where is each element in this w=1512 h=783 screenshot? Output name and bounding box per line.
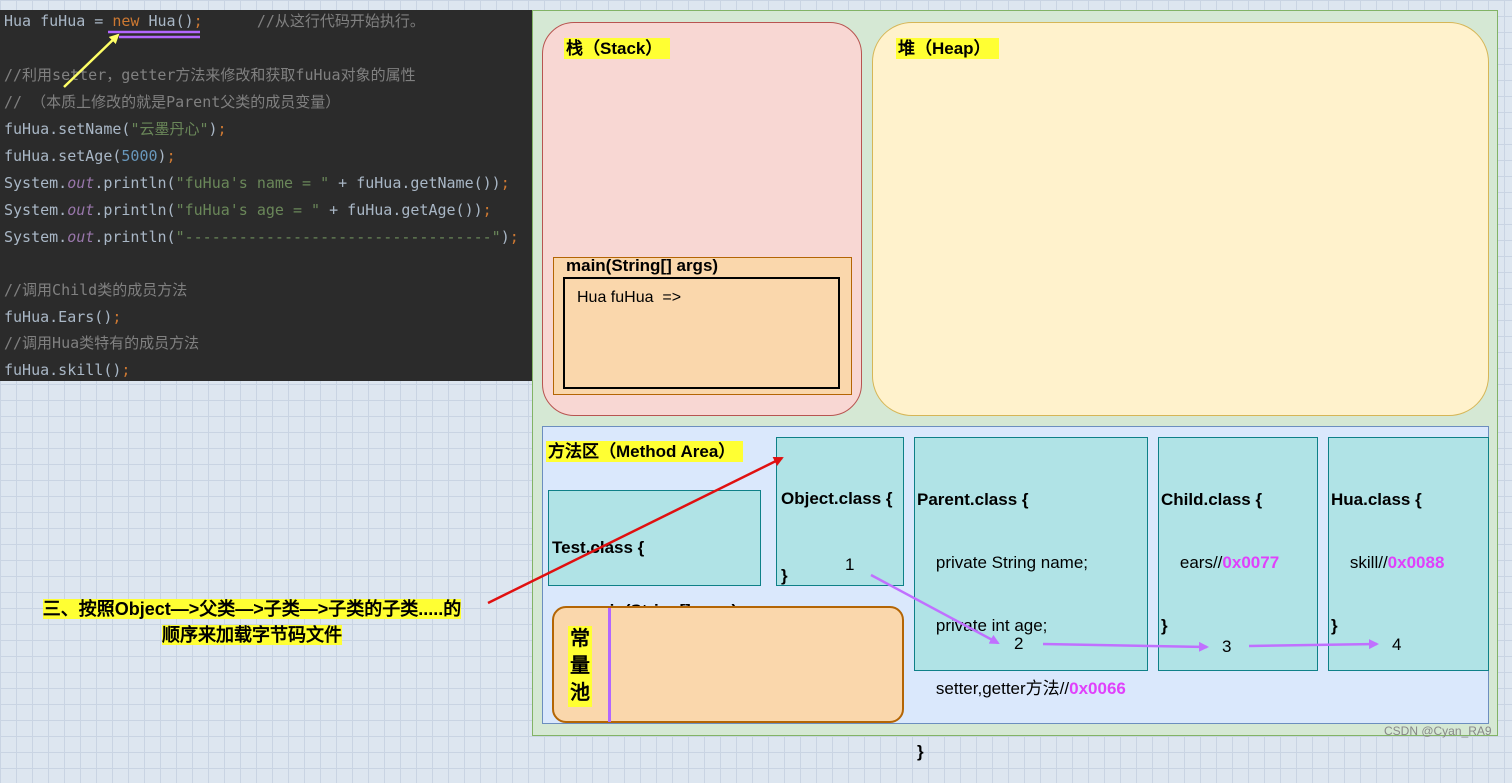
object-class-box [776,437,904,586]
load-arrow-1-to-2 [870,573,1000,645]
hua-class-box [1328,437,1489,671]
object-class-text: Object.class { } [781,489,893,585]
load-order-2: 2 [1014,634,1024,653]
code-line-4: // （本质上修改的就是Parent父类的成员变量） [4,93,341,111]
code-line-11: //调用Child类的成员方法 [4,281,188,299]
code-line-6: fuHua.setAge(5000); [4,147,176,165]
heap-title: 堆（Heap） [896,34,999,59]
hua-class-text: Hua.class { skill//0x0088 } [1331,490,1445,635]
code-line-14: fuHua.skill(); [4,361,131,379]
code-line-12: fuHua.Ears(); [4,308,122,326]
code-line-9: System.out.println("--------------------… [4,228,519,246]
stack-title: 栈（Stack） [564,34,671,59]
arrows-layer [63,30,1379,652]
child-class-box [1158,437,1318,671]
watermark: CSDN @Cyan_RA9 [1384,724,1492,738]
load-order-3: 3 [1222,637,1232,656]
red-load-arrow [487,456,784,605]
constant-pool-divider [608,608,611,722]
code-line-13: //调用Hua类特有的成员方法 [4,334,200,352]
code-line-5: fuHua.setName("云墨丹心"); [4,120,227,138]
child-class-text: Child.class { ears//0x0077 } [1161,490,1280,635]
parent-class-box [914,437,1148,671]
code-line-8: System.out.println("fuHua's age = " + fu… [4,201,492,219]
local-variable-fuhua: Hua fuHua => [577,289,682,306]
code-line-1: Hua fuHua = new Hua(); //从这行代码开始执行。 [4,12,425,30]
code-editor: Hua fuHua = new Hua(); //从这行代码开始执行。 //利用… [0,10,532,381]
yellow-pointer-arrow [63,33,120,88]
parent-class-text: Parent.class { private String name; priv… [917,490,1126,761]
load-arrow-2-to-3 [1042,641,1209,652]
code-line-3: //利用setter，getter方法来修改和获取fuHua对象的属性 [4,66,416,84]
test-class-box [548,490,761,586]
main-frame-title: main(String[] args) [566,256,719,275]
load-order-1: 1 [845,555,855,574]
method-area-title: 方法区（Method Area） [546,437,744,462]
heap-region [872,22,1489,416]
loading-order-note: 三、按照Object—>父类—>子类—>子类的子类.....的 顺序来加载字节码… [42,599,462,645]
code-line-7: System.out.println("fuHua's name = " + f… [4,174,510,192]
constant-pool-label: 常量池 [568,626,592,707]
main-frame-body [563,277,840,389]
load-arrow-3-to-4 [1248,639,1379,650]
load-order-4: 4 [1392,635,1402,654]
